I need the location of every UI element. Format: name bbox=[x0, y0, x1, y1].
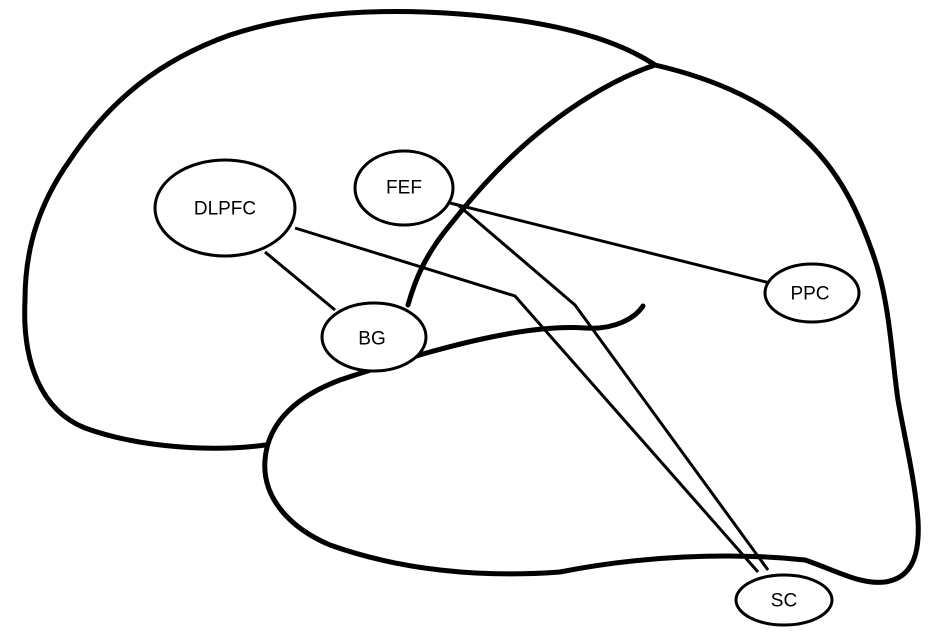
node-ppc-label: PPC bbox=[790, 284, 829, 305]
node-bg: BG bbox=[320, 301, 428, 373]
central-sulcus bbox=[405, 62, 658, 308]
pathway-fef-sc bbox=[457, 203, 770, 571]
node-dlpfc: DLPFC bbox=[153, 158, 297, 258]
node-sc-label: SC bbox=[771, 591, 797, 612]
brain-outline bbox=[22, 9, 921, 585]
pathway-fef-ppc bbox=[449, 201, 771, 285]
node-fef: FEF bbox=[353, 149, 455, 227]
pathway-dlpfc-bg bbox=[264, 250, 336, 312]
pathway-dlpfc-sc bbox=[294, 226, 760, 573]
node-dlpfc-shape bbox=[153, 158, 297, 258]
node-dlpfc-label: DLPFC bbox=[194, 199, 256, 220]
node-bg-shape bbox=[320, 301, 428, 373]
node-fef-shape bbox=[353, 149, 455, 227]
temporal-lobe-outline bbox=[262, 303, 808, 577]
node-fef-label: FEF bbox=[386, 178, 422, 199]
node-ppc-shape bbox=[763, 262, 861, 324]
node-bg-label: BG bbox=[358, 329, 385, 350]
node-sc-shape bbox=[734, 573, 834, 627]
node-sc: SC bbox=[734, 573, 834, 627]
node-ppc: PPC bbox=[763, 262, 861, 324]
